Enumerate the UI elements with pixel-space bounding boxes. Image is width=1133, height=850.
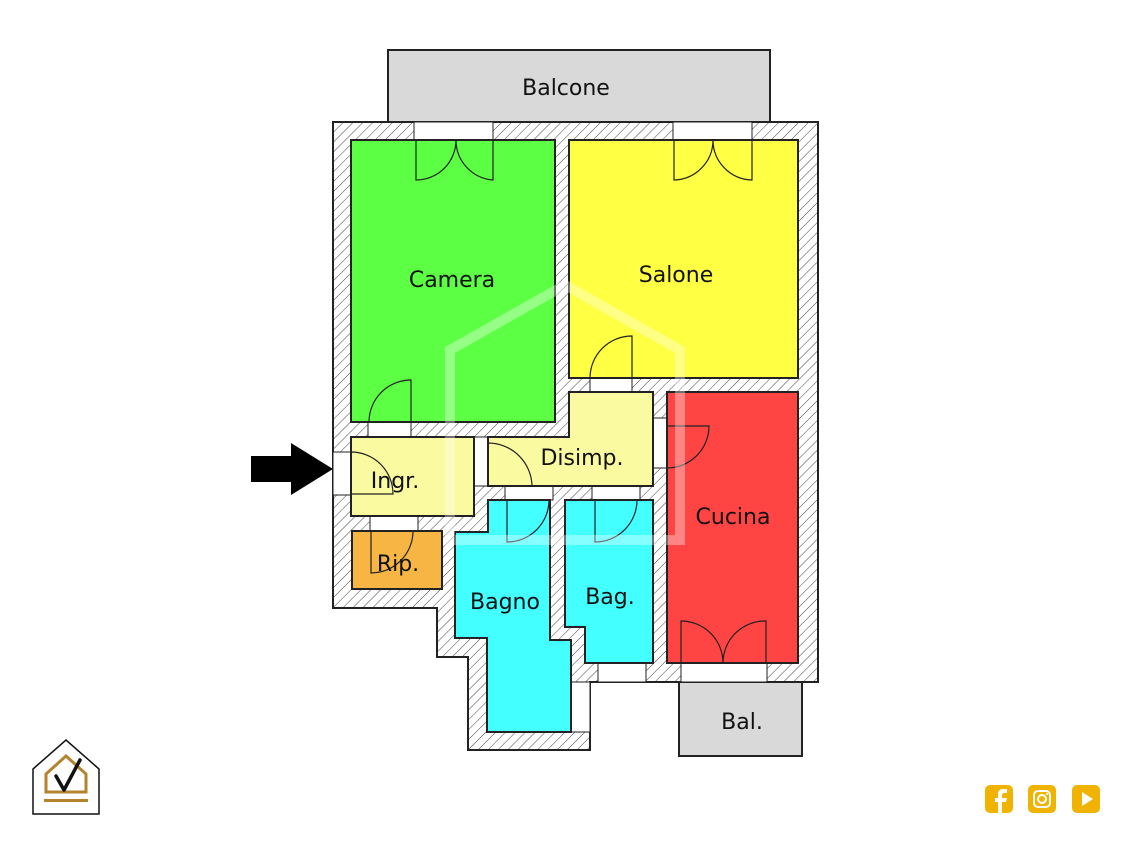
arrow-right-icon [251, 443, 333, 495]
room-bal [678, 681, 803, 757]
label-salone: Salone [639, 263, 714, 288]
label-cucina: Cucina [696, 505, 771, 530]
room-balcone [387, 49, 771, 123]
label-balcone: Balcone [522, 76, 610, 101]
label-disimp: Disimp. [540, 446, 623, 471]
instagram-icon[interactable] [1028, 785, 1056, 813]
room-camera [350, 139, 556, 423]
house-check-logo [32, 739, 100, 815]
label-camera: Camera [409, 268, 495, 293]
room-bag [564, 499, 654, 664]
label-ingr: Ingr. [371, 469, 419, 494]
label-bal: Bal. [721, 710, 763, 735]
facebook-icon[interactable] [985, 785, 1013, 813]
watermark-logo [445, 279, 685, 545]
room-rip [351, 530, 443, 590]
label-rip: Rip. [377, 552, 419, 577]
door-swings [350, 139, 767, 664]
room-cucina [666, 391, 799, 664]
label-bagno: Bagno [470, 590, 540, 615]
youtube-icon[interactable] [1072, 785, 1100, 813]
room-salone [568, 139, 799, 379]
label-bag: Bag. [585, 585, 635, 610]
room-bagno [454, 499, 572, 733]
